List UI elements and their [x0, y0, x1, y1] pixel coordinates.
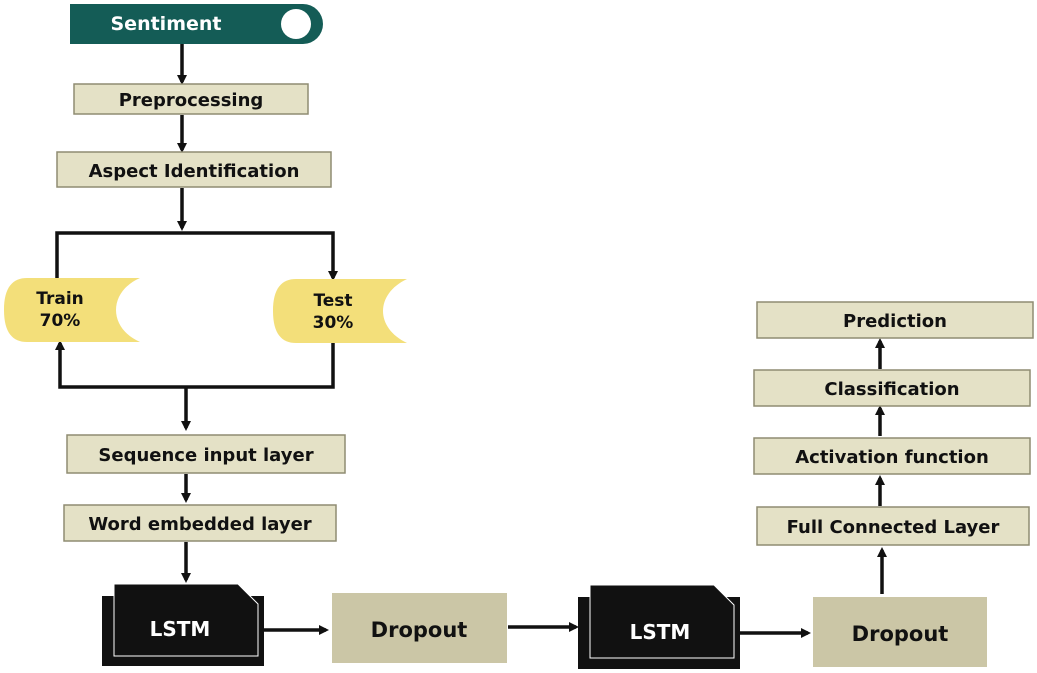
aspect-identification-node: Aspect Identification	[56, 151, 332, 188]
aspect-identification-label: Aspect Identification	[89, 161, 300, 182]
merge-line	[58, 343, 335, 389]
preprocessing-node: Preprocessing	[73, 83, 309, 115]
sequence-input-label: Sequence input layer	[98, 445, 313, 466]
lstm1-node: LSTM	[102, 583, 264, 666]
sentiment-pill	[70, 4, 323, 44]
test-percent: 30%	[313, 313, 354, 333]
test-label: Test	[313, 291, 352, 311]
full-connected-label: Full Connected Layer	[787, 517, 1000, 538]
activation-label: Activation function	[795, 447, 989, 468]
lstm1-front-sheet	[113, 583, 259, 657]
lstm2-node: LSTM	[578, 584, 740, 669]
test-shape	[273, 279, 407, 343]
classification-node: Classification	[753, 369, 1031, 407]
classification-label: Classification	[824, 379, 959, 400]
sentiment-pill-circle	[281, 9, 311, 39]
train-node: Train 70%	[4, 278, 140, 342]
lstm2-front-sheet	[589, 584, 735, 659]
branch-split-line	[55, 231, 338, 282]
sentiment-label: Sentiment	[111, 13, 222, 35]
dropout1-label: Dropout	[371, 618, 468, 642]
prediction-node: Prediction	[756, 301, 1034, 339]
preprocessing-label: Preprocessing	[119, 90, 264, 111]
prediction-label: Prediction	[843, 311, 947, 332]
dropout2-node: Dropout	[813, 597, 987, 667]
connectors	[55, 44, 887, 638]
word-embedded-node: Word embedded layer	[63, 504, 337, 542]
activation-node: Activation function	[753, 437, 1031, 475]
dropout1-node: Dropout	[332, 593, 507, 663]
train-shape	[4, 278, 140, 342]
train-percent: 70%	[40, 311, 81, 331]
sentiment-node: Sentiment	[70, 4, 323, 44]
word-embedded-label: Word embedded layer	[88, 514, 311, 535]
full-connected-node: Full Connected Layer	[756, 506, 1030, 546]
lstm1-label: LSTM	[150, 617, 211, 641]
test-node: Test 30%	[273, 279, 407, 343]
dropout2-label: Dropout	[852, 622, 949, 646]
lstm2-label: LSTM	[630, 620, 691, 644]
sequence-input-node: Sequence input layer	[66, 434, 346, 474]
train-label: Train	[36, 289, 84, 309]
